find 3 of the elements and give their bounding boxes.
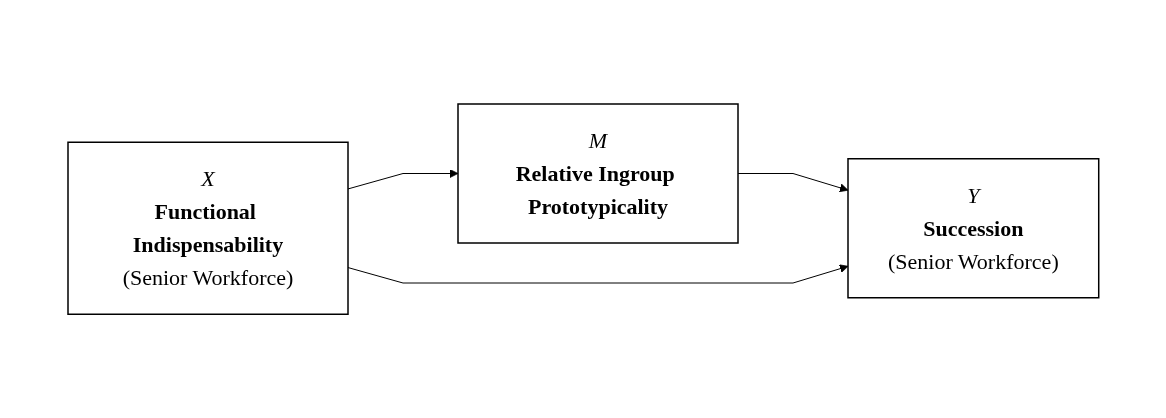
node-box: M Relative Ingroup Prototypicality [456,103,739,244]
node-box: X Functional Indispensability (Senior Workforce) [66,141,349,315]
node-box: Y Succession (Senior Workforce) [846,157,1100,299]
